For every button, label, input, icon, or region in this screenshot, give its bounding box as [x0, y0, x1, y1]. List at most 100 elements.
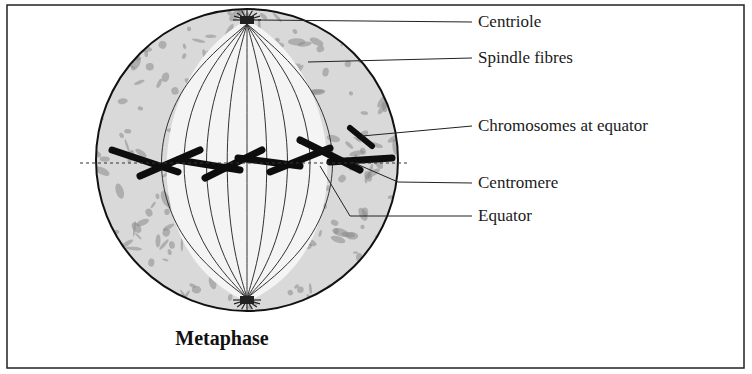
cell-membrane	[96, 9, 398, 311]
texture-spot	[168, 241, 175, 250]
part-label: Centriole	[478, 12, 541, 32]
texture-spot	[287, 289, 294, 297]
texture-spot	[333, 228, 339, 235]
texture-spot	[121, 46, 127, 54]
caption-slot: Metaphase	[175, 326, 268, 350]
texture-spot	[356, 206, 369, 222]
texture-spot	[118, 27, 125, 31]
texture-spot	[326, 134, 341, 144]
texture-spot	[145, 62, 154, 71]
texture-spot	[98, 11, 113, 25]
texture-spot	[344, 140, 354, 150]
caption: Metaphase	[175, 326, 268, 350]
aster-ray	[247, 11, 252, 20]
texture-spot	[381, 37, 392, 45]
texture-spot	[148, 258, 155, 267]
texture-spot	[306, 9, 312, 17]
texture-spot	[192, 286, 201, 294]
texture-spot	[130, 220, 144, 234]
texture-spot	[309, 36, 325, 48]
texture-spot	[288, 38, 306, 45]
texture-spot	[160, 71, 170, 83]
texture-spot	[102, 68, 108, 85]
texture-spot	[365, 40, 380, 49]
texture-spot	[337, 173, 348, 184]
part-label: Centromere	[478, 173, 558, 193]
texture-spot	[143, 3, 149, 16]
texture-spot	[137, 299, 144, 307]
texture-spot	[348, 91, 354, 97]
texture-spot	[133, 79, 145, 86]
texture-spot	[381, 242, 394, 258]
texture-spot	[205, 35, 216, 39]
texture-spot	[162, 222, 175, 232]
aster-ray	[247, 300, 252, 309]
texture-spot	[157, 40, 168, 51]
texture-spot	[386, 231, 403, 239]
label-slot: Spindle fibres	[478, 48, 573, 68]
texture-spot	[349, 149, 365, 157]
texture-spot	[101, 11, 113, 29]
label-slot: Equator	[478, 206, 532, 226]
texture-spot	[117, 98, 128, 105]
texture-spot	[292, 28, 299, 35]
texture-spot	[123, 9, 132, 18]
texture-spot	[318, 230, 323, 238]
texture-spot	[324, 295, 336, 308]
texture-spot	[382, 6, 393, 17]
texture-spot	[92, 101, 101, 108]
texture-spot	[328, 8, 343, 20]
frame	[7, 5, 744, 368]
aster-ray	[233, 19, 247, 20]
texture-spot	[331, 305, 337, 311]
cytoplasm-texture	[92, 3, 405, 312]
texture-spot	[389, 85, 397, 93]
texture-spot	[182, 43, 187, 49]
texture-spot	[118, 18, 128, 29]
texture-spot	[96, 43, 106, 53]
texture-spot	[143, 21, 159, 29]
texture-spot	[389, 7, 395, 13]
texture-spot	[132, 6, 136, 21]
texture-spot	[322, 67, 330, 77]
texture-spot	[137, 106, 144, 112]
texture-spot	[114, 182, 126, 199]
part-label: Chromosomes at equator	[478, 116, 648, 136]
part-label: Spindle fibres	[478, 48, 573, 68]
texture-spot	[116, 46, 128, 58]
leader-line	[258, 20, 472, 22]
texture-spot	[181, 53, 187, 60]
label-slot: Centromere	[478, 173, 558, 193]
texture-spot	[170, 86, 179, 95]
texture-spot	[227, 294, 233, 301]
texture-spot	[395, 11, 399, 16]
texture-spot	[360, 111, 368, 116]
label-slot: Chromosomes at equator	[478, 116, 648, 136]
texture-spot	[192, 38, 206, 44]
texture-spot	[391, 204, 399, 212]
texture-spot	[108, 235, 113, 246]
spindle-fibres	[162, 24, 333, 298]
texture-spot	[376, 33, 385, 39]
texture-spot	[331, 226, 349, 238]
texture-spot	[155, 234, 161, 248]
leader-lines	[258, 20, 472, 216]
leader-line	[308, 58, 472, 62]
texture-spot	[125, 246, 142, 251]
texture-spot	[360, 224, 365, 229]
aster-ray	[233, 299, 247, 300]
part-label: Equator	[478, 206, 532, 226]
texture-spot	[134, 232, 142, 240]
texture-spot	[377, 247, 386, 255]
texture-spot	[164, 209, 170, 215]
texture-spot	[297, 286, 304, 293]
texture-spot	[162, 258, 169, 262]
texture-spot	[369, 12, 386, 27]
texture-spot	[124, 129, 132, 134]
texture-spot	[155, 193, 160, 199]
texture-spot	[309, 283, 313, 294]
equator-line	[80, 163, 410, 164]
leader-line	[352, 162, 472, 183]
label-slot: Centriole	[478, 12, 541, 32]
